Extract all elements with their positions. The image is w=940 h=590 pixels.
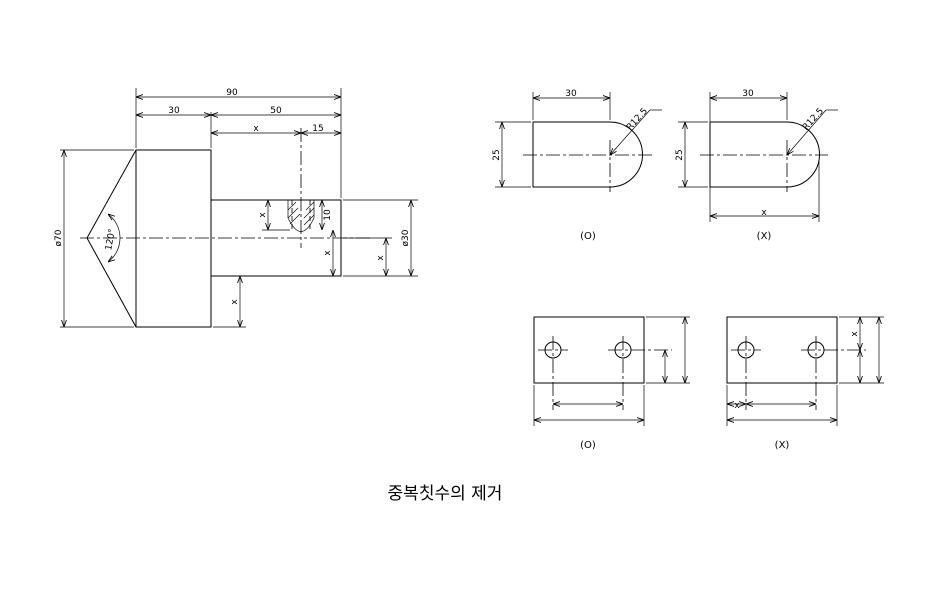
dim-shaft-diameter: ø30: [401, 229, 411, 246]
slot-wrong-drawing: 30 25 R12.5 x (X): [675, 89, 838, 242]
slot-correct-verdict: (O): [580, 231, 596, 242]
dim-shaft-length: 50: [270, 106, 282, 116]
plate-wrong-verdict: (X): [775, 440, 790, 451]
dim-redundant-x: x: [258, 212, 268, 218]
plate-wrong-redundant-v: x: [850, 331, 860, 337]
plate-wrong-redundant-h: x: [734, 401, 740, 411]
plate-correct-drawing: (O): [533, 316, 690, 451]
head-body: [135, 149, 212, 328]
slot-correct-outline: [532, 121, 643, 188]
dim-head-length: 30: [168, 106, 180, 116]
figure-title: 중복칫수의 제거: [388, 484, 503, 504]
slot-wrong-radius: R12.5: [801, 107, 826, 133]
slot-wrong-width: 30: [742, 89, 754, 99]
dim-redundant-x: x: [323, 250, 333, 256]
slot-wrong-verdict: (X): [757, 231, 772, 242]
slot-correct-width: 30: [565, 89, 577, 99]
slot-wrong-height: 25: [675, 149, 685, 160]
dim-overall-length: 90: [226, 88, 238, 98]
slot-correct-radius: R12.5: [625, 107, 650, 133]
dim-hole-depth: 10: [323, 209, 333, 221]
plate-correct-verdict: (O): [580, 440, 596, 451]
slot-wrong-outline: [709, 121, 820, 188]
dim-chamfer-angle: 120°: [104, 228, 118, 251]
dim-redundant-x: x: [253, 124, 259, 134]
slot-correct-drawing: 30 25 R12.5 (O): [492, 89, 662, 242]
dim-redundant-x: x: [376, 255, 386, 261]
hole-section-hatch: [287, 201, 315, 226]
slot-correct-height: 25: [492, 149, 502, 160]
dim-redundant-x: x: [230, 299, 240, 305]
slot-wrong-redundant: x: [761, 208, 767, 218]
dim-hole-offset: 15: [312, 124, 323, 134]
main-part-drawing: 90 30 50 x 15 ø70 ø30 x x x 10 x 120°: [54, 88, 418, 328]
plate-wrong-drawing: x x (X): [726, 316, 884, 451]
dim-head-diameter: ø70: [54, 229, 64, 246]
